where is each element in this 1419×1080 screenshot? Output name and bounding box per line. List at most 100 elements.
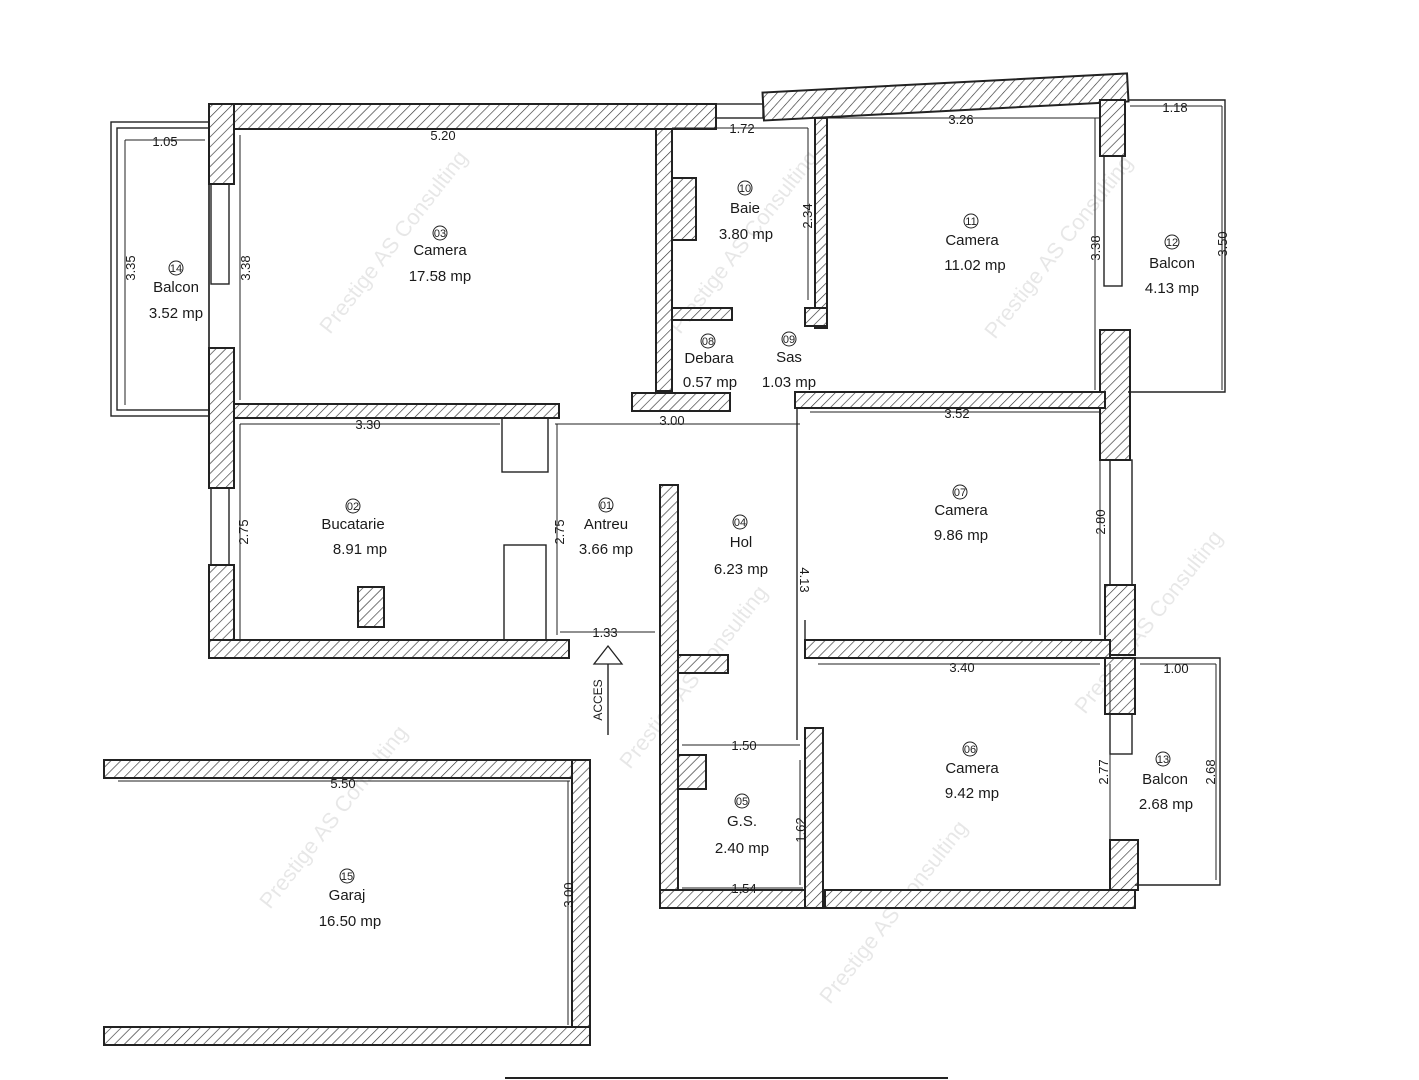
dim-label: 1.72: [729, 121, 754, 136]
room-12: 12 Balcon 4.13 mp: [1145, 234, 1199, 297]
room-area: 1.03 mp: [762, 374, 816, 391]
dim-label: 2.34: [800, 203, 815, 228]
room-number: 02: [347, 501, 359, 513]
kitchen-counter: [503, 544, 547, 641]
walls: [103, 72, 1139, 1046]
room-area: 16.50 mp: [319, 913, 382, 930]
room-name: Bucatarie: [321, 516, 384, 533]
room-name: Hol: [730, 534, 753, 551]
room-11: 11 Camera 11.02 mp: [944, 213, 1006, 274]
dim-label: 1.05: [152, 134, 177, 149]
dim-label: 3.00: [561, 882, 576, 907]
room-08: 08 Debara 0.57 mp: [683, 333, 737, 391]
room-number: 08: [702, 336, 714, 348]
dim-label: 3.40: [949, 660, 974, 675]
dim-label: 4.13: [797, 567, 812, 592]
room-area: 6.23 mp: [714, 561, 768, 578]
room-15: 15 Garaj 16.50 mp: [319, 868, 382, 930]
room-number: 07: [954, 487, 966, 499]
dim-label: 2.75: [552, 519, 567, 544]
wall-gs-bottom: [659, 889, 826, 909]
room-09: 09 Sas 1.03 mp: [762, 331, 816, 391]
room-name: Sas: [776, 349, 802, 366]
room-name: Camera: [413, 242, 467, 259]
room-number: 12: [1166, 237, 1178, 249]
room-number: 11: [965, 216, 976, 228]
room-area: 9.86 mp: [934, 527, 988, 544]
room-06: 06 Camera 9.42 mp: [945, 741, 999, 802]
room-number: 01: [600, 500, 612, 512]
kitchen-column: [357, 586, 385, 628]
room-area: 11.02 mp: [944, 257, 1005, 274]
partitions: [671, 320, 806, 740]
room-name: Balcon: [153, 279, 199, 296]
room-number: 04: [734, 517, 746, 529]
dimension-lines: [118, 105, 1223, 1025]
wall-room07-room06: [804, 639, 1111, 659]
room-04: 04 Hol 6.23 mp: [714, 514, 768, 578]
wall-bottom-right: [804, 889, 1136, 909]
access-marker: ACCES: [591, 644, 624, 735]
dim-label: 3.52: [944, 406, 969, 421]
room-number: 06: [964, 744, 976, 756]
room-name: Camera: [934, 502, 988, 519]
room-name: Baie: [730, 200, 760, 217]
watermark-text: Prestige AS Consulting: [979, 150, 1137, 343]
balcony-14-outline-inner: [116, 127, 210, 411]
dim-label: 2.75: [236, 519, 251, 544]
dim-label: 2.77: [1096, 759, 1111, 784]
dim-label: 5.20: [430, 128, 455, 143]
room-05: 05 G.S. 2.40 mp: [715, 793, 769, 857]
room-number: 14: [170, 263, 182, 275]
room-name: Garaj: [329, 887, 366, 904]
dim-label: 3.30: [355, 417, 380, 432]
window-left-1: [210, 183, 230, 285]
dim-label: 1.18: [1162, 100, 1187, 115]
wall-hol-left: [659, 484, 679, 906]
dimension-labels: 5.20 1.05 3.35 3.38 1.72 2.34 3.26 3.38 …: [123, 100, 1230, 908]
dim-label: 2.68: [1203, 759, 1218, 784]
room-labels: 01 Antreu 3.66 mp 02 Bucatarie 8.91 mp 0…: [149, 180, 1199, 930]
room-area: 3.80 mp: [719, 226, 773, 243]
room-area: 17.58 mp: [409, 268, 472, 285]
room-area: 2.40 mp: [715, 840, 769, 857]
room-name: Antreu: [584, 516, 628, 533]
wall-room03-kitchen: [233, 403, 560, 419]
dim-label: 1.50: [731, 738, 756, 753]
room-area: 3.52 mp: [149, 305, 203, 322]
room-area: 8.91 mp: [333, 541, 387, 558]
wall-room03-bath: [655, 128, 673, 392]
room-01: 01 Antreu 3.66 mp: [579, 497, 633, 558]
window-left-2: [210, 487, 230, 566]
room-area: 3.66 mp: [579, 541, 633, 558]
room-area: 2.68 mp: [1139, 796, 1193, 813]
wall-gs-right: [804, 727, 824, 909]
room-02: 02 Bucatarie 8.91 mp: [321, 498, 387, 558]
access-label: ACCES: [591, 679, 605, 720]
room-13: 13 Balcon 2.68 mp: [1139, 751, 1193, 813]
room-name: Balcon: [1142, 771, 1188, 788]
dim-label: 1.00: [1163, 661, 1188, 676]
room-number: 05: [736, 796, 748, 808]
balcony-13-outline: [1135, 657, 1221, 886]
wall-kitchen-bottom: [208, 639, 570, 659]
wall-top-right: [761, 72, 1130, 122]
room-name: G.S.: [727, 813, 757, 830]
wall-top-left: [208, 103, 717, 130]
wall-bath-stub: [804, 307, 828, 327]
wall-bath-bottom: [671, 307, 733, 321]
room-number: 10: [739, 183, 751, 195]
room-name: Camera: [945, 760, 999, 777]
dim-label: 1.62: [793, 817, 808, 842]
watermark-text: Prestige AS Consulting: [254, 720, 412, 913]
dim-label: 3.38: [238, 255, 253, 280]
room-area: 4.13 mp: [1145, 280, 1199, 297]
room-name: Camera: [945, 232, 999, 249]
wall-left-mid: [208, 347, 235, 489]
dim-label: 3.00: [659, 413, 684, 428]
wall-hol-stub: [677, 654, 729, 674]
balcony-12-outline: [1128, 99, 1226, 393]
room-area: 9.42 mp: [945, 785, 999, 802]
wall-debara-bottom: [631, 392, 731, 412]
